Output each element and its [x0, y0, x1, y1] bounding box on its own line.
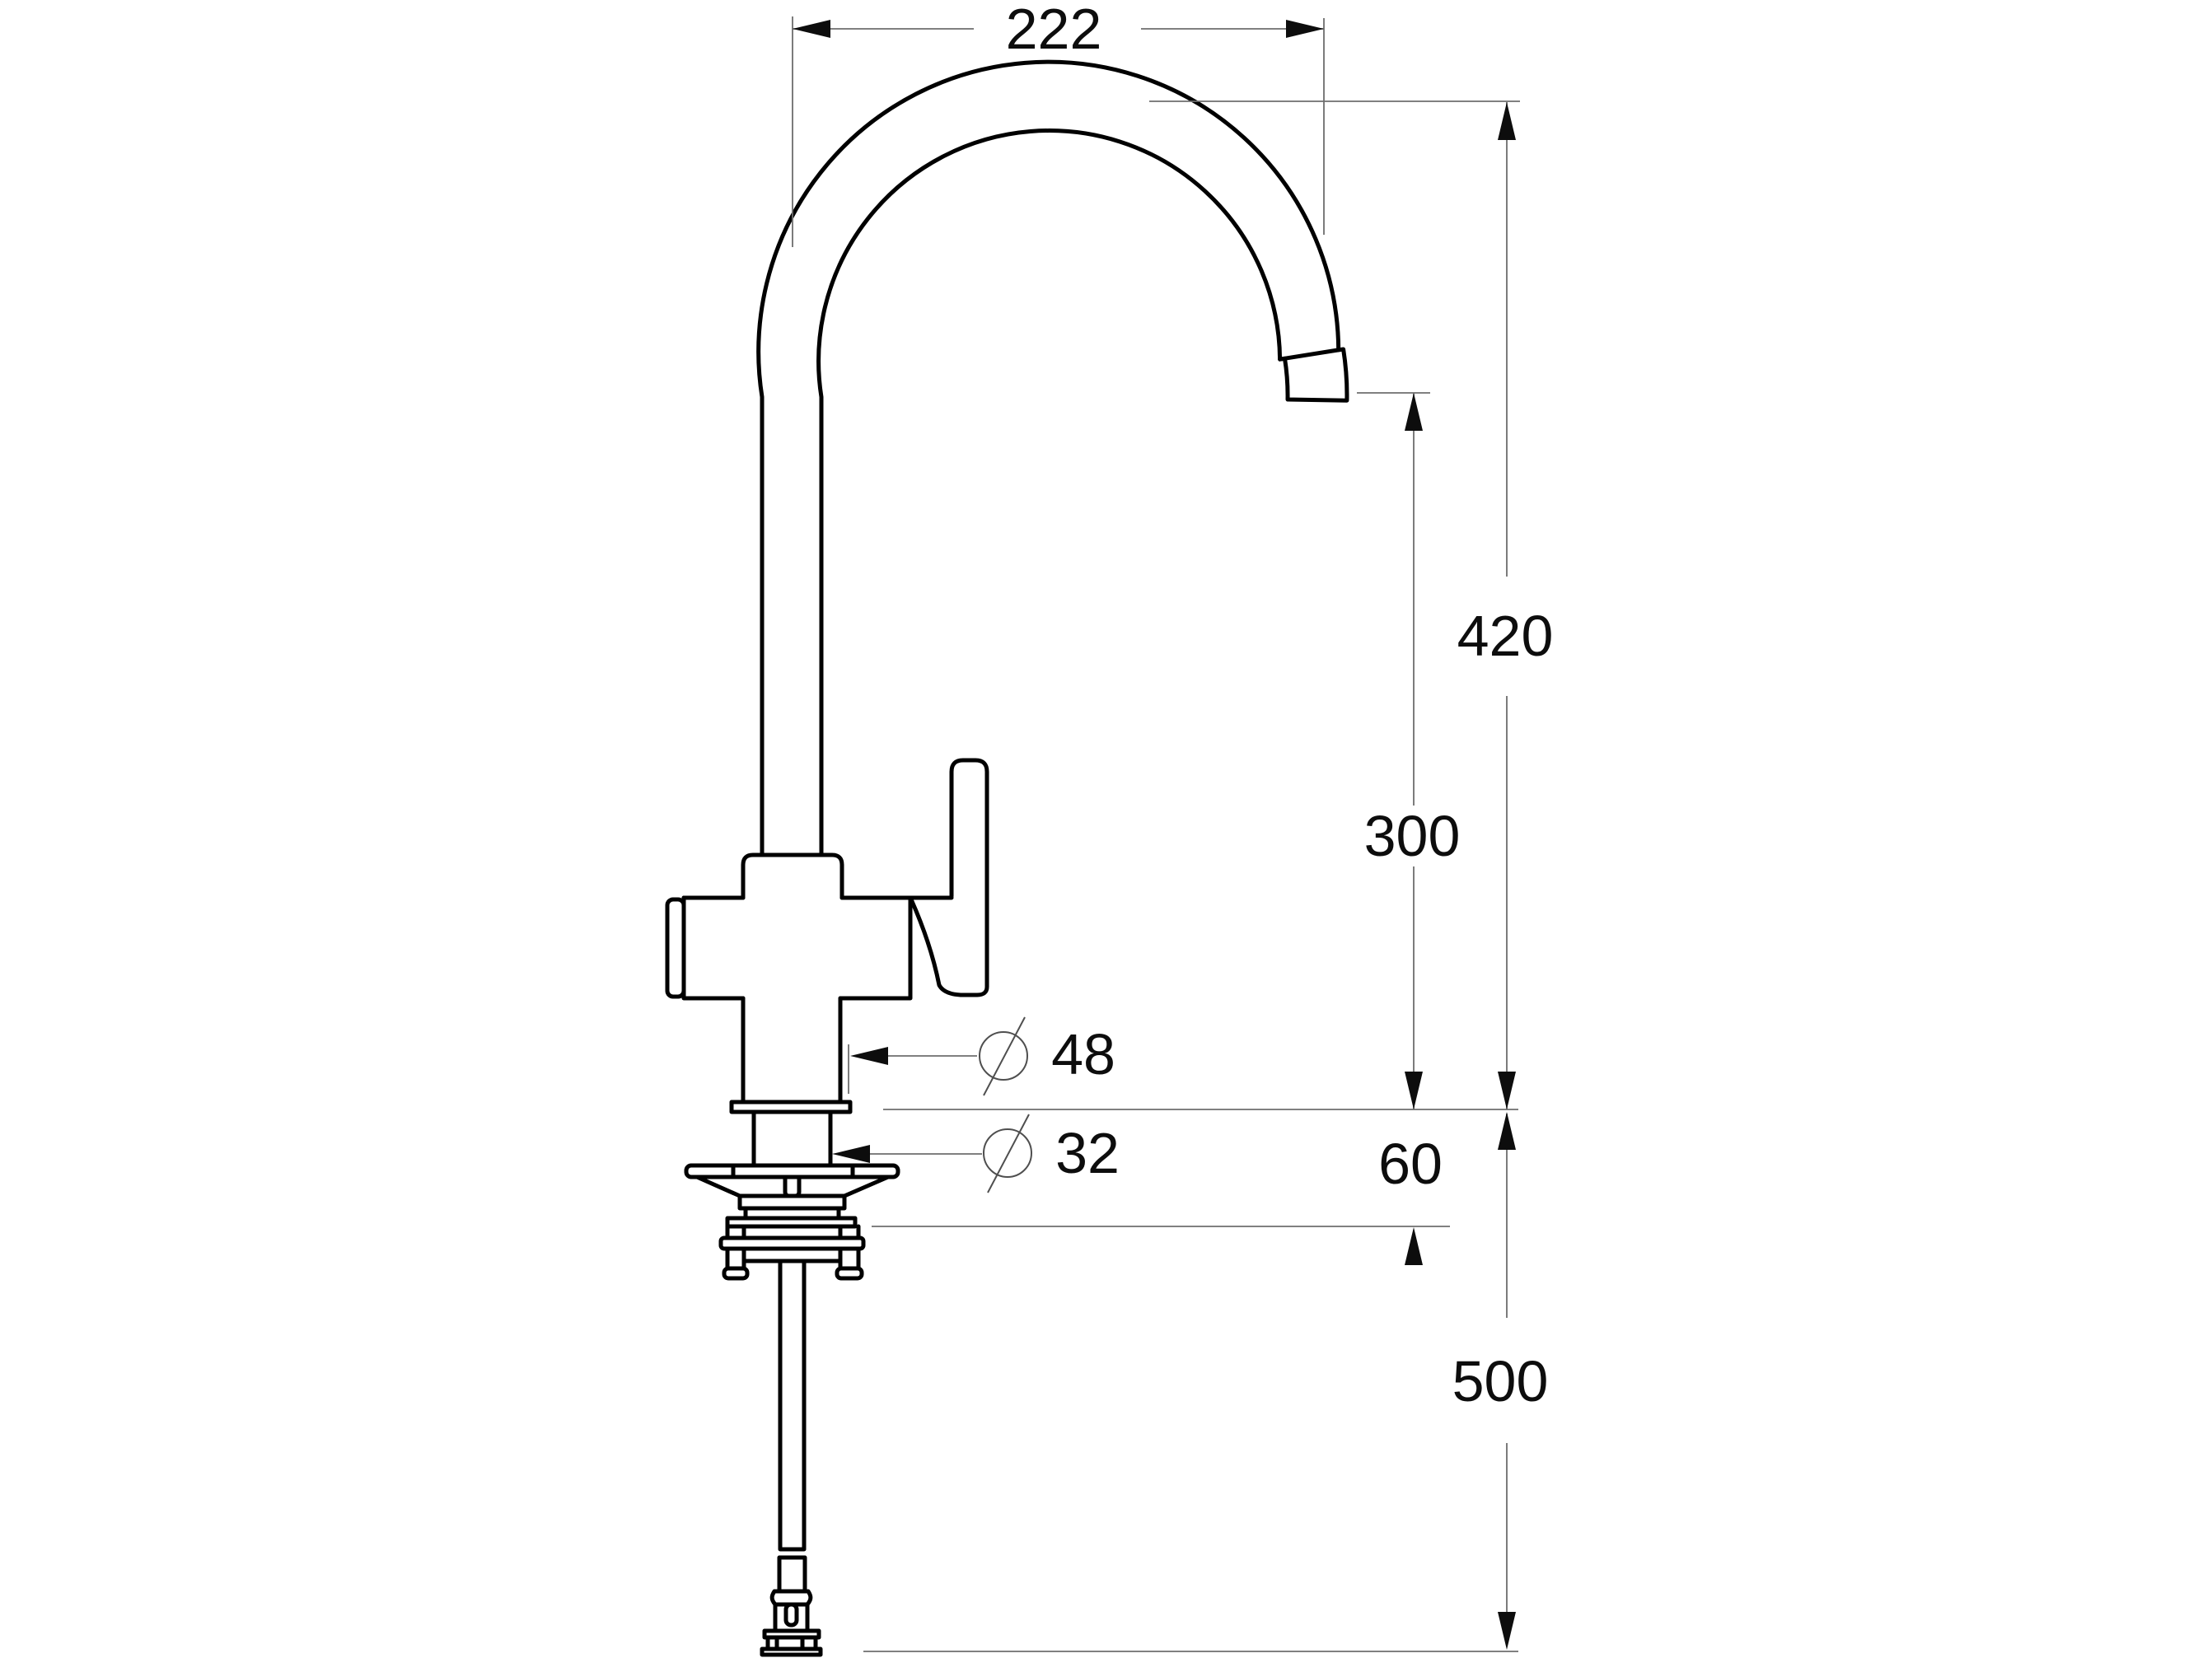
label-shank-diameter: 32 — [1055, 1121, 1120, 1185]
label-outlet-height: 300 — [1364, 804, 1461, 868]
arrow-300-bottom-icon — [1405, 1072, 1423, 1109]
hose-nut-bottom-flange — [760, 1646, 823, 1657]
mounting-bracket-bar — [718, 1235, 866, 1251]
dimension-arrows — [793, 20, 1516, 1650]
arrow-60-bottom-icon — [1405, 1227, 1423, 1265]
stud-nut-left — [722, 1266, 750, 1281]
underdeck-box — [737, 1193, 847, 1211]
supply-pipe — [777, 1259, 807, 1594]
base-collar — [729, 1100, 853, 1114]
diameter-symbols — [979, 1016, 1032, 1193]
diameter-symbol-32-icon — [983, 1128, 1032, 1178]
label-overall-height: 420 — [1457, 604, 1554, 668]
underdeck-notch — [783, 1175, 802, 1198]
dimension-labels: 222 420 300 60 500 48 32 — [1006, 0, 1554, 1413]
diameter-symbol-48-icon — [979, 1031, 1028, 1081]
aerator-band-line — [1278, 348, 1341, 362]
arrow-222-right-icon — [1286, 20, 1324, 38]
mounting-washer — [725, 1216, 858, 1229]
body-left-end-cap — [665, 897, 686, 999]
label-spout-reach: 222 — [1006, 0, 1102, 61]
label-deck-thickness: 60 — [1378, 1132, 1443, 1196]
handle-outline — [909, 758, 989, 997]
arrow-dia32-icon — [832, 1145, 870, 1163]
spout-base-flange — [741, 852, 844, 900]
spout-outline — [756, 59, 1349, 857]
base-column-upper — [741, 996, 843, 1105]
arrow-222-left-icon — [793, 20, 830, 38]
arrow-420-bottom-icon — [1498, 1072, 1516, 1109]
label-hose-length: 500 — [1452, 1349, 1549, 1413]
label-base-diameter: 48 — [1051, 1022, 1115, 1086]
arrow-420-top-icon — [1498, 102, 1516, 140]
hose-fitting-collar — [769, 1589, 813, 1607]
stud-nut-right — [835, 1266, 864, 1281]
underdeck-taper — [694, 1175, 891, 1198]
arrow-300-top-icon — [1405, 393, 1423, 431]
hose-fitting-slot — [783, 1602, 799, 1628]
faucet-outline — [665, 59, 1349, 1657]
diameter-slash-48-icon — [983, 1016, 1026, 1096]
body-sides-bottom — [681, 895, 913, 1001]
hose-fitting-body — [773, 1602, 810, 1633]
arrow-dia48-icon — [850, 1047, 888, 1065]
arrow-500-top-icon — [1498, 1112, 1516, 1150]
deck-plate — [684, 1163, 900, 1179]
arrow-500-bottom-icon — [1498, 1612, 1516, 1650]
deck-plate-ticks — [731, 1163, 855, 1179]
dimension-lines — [792, 16, 1520, 1652]
base-shank — [751, 1109, 833, 1168]
diameter-slash-32-icon — [987, 1114, 1030, 1193]
